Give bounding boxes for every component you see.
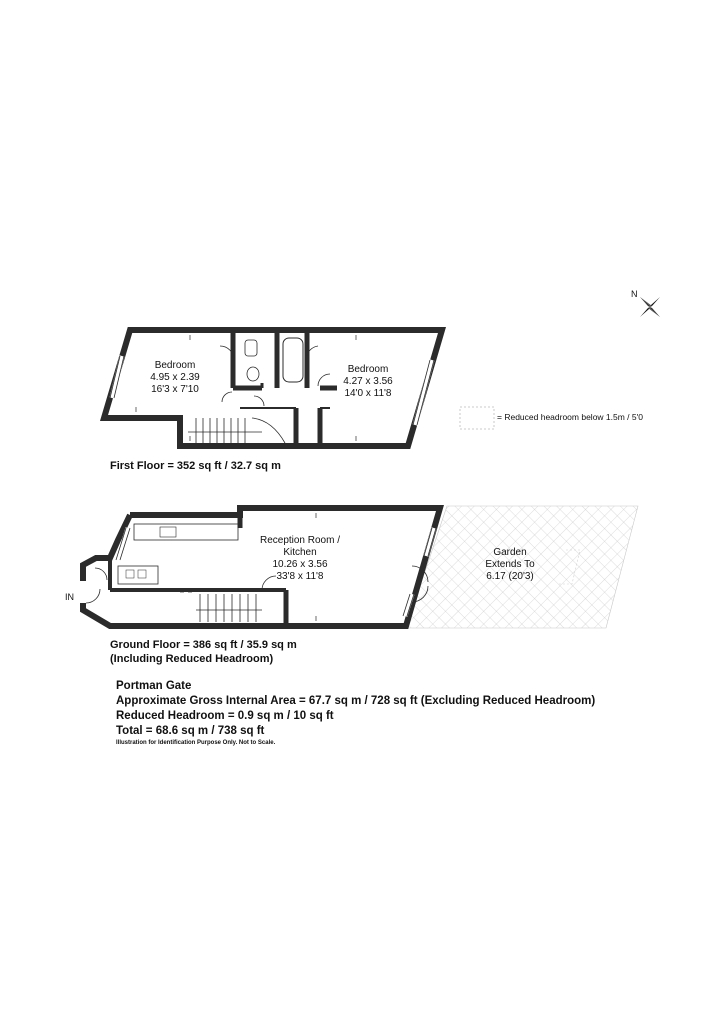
- ground-floor-plan: [80, 505, 444, 629]
- bedroom-1-name: Bedroom: [154, 360, 196, 371]
- reception-room-label: Reception Room / Kitchen 10.26 x 3.56 33…: [250, 535, 350, 583]
- reception-room-name-1: Reception Room /: [259, 535, 341, 546]
- ground-floor-caption: Ground Floor = 386 sq ft / 35.9 sq m (In…: [110, 638, 297, 666]
- first-floor-plan: [99, 327, 447, 449]
- ground-floor-area: Ground Floor = 386 sq ft / 35.9 sq m: [110, 639, 297, 651]
- ground-floor-note: (Including Reduced Headroom): [110, 653, 274, 665]
- reception-room-metric: 10.26 x 3.56: [272, 559, 328, 570]
- bedroom-2-imperial: 14'0 x 11'8: [344, 388, 392, 399]
- reduced-headroom-area: Reduced Headroom = 0.9 sq m / 10 sq ft: [116, 710, 334, 722]
- bedroom-1-metric: 4.95 x 2.39: [150, 372, 200, 383]
- reception-room-name-2: Kitchen: [283, 547, 317, 558]
- bedroom-2-label: Bedroom 4.27 x 3.56 14'0 x 11'8: [333, 364, 403, 400]
- north-label: N: [631, 289, 638, 299]
- ground-floor-stairs: [196, 594, 262, 622]
- reduced-headroom-key-swatch: [459, 406, 495, 430]
- reduced-headroom-key-text: = Reduced headroom below 1.5m / 5'0: [497, 412, 643, 422]
- reception-room-imperial: 33'8 x 11'8: [276, 571, 324, 582]
- garden-length: 6.17 (20'3): [486, 571, 534, 582]
- disclaimer: Illustration for Identification Purpose …: [116, 740, 276, 746]
- entrance-label: IN: [65, 592, 74, 602]
- garden-name: Garden: [493, 547, 527, 558]
- gross-internal-area: Approximate Gross Internal Area = 67.7 s…: [116, 695, 596, 707]
- first-floor-stairs: [188, 417, 286, 444]
- property-name: Portman Gate: [116, 680, 192, 692]
- area-summary: Portman Gate Approximate Gross Internal …: [116, 679, 595, 747]
- compass-icon: [640, 297, 660, 317]
- bedroom-2-name: Bedroom: [347, 364, 389, 375]
- garden-label: Garden Extends To 6.17 (20'3): [475, 547, 545, 583]
- garden-extends: Extends To: [485, 559, 535, 570]
- bedroom-1-label: Bedroom 4.95 x 2.39 16'3 x 7'10: [140, 360, 210, 396]
- bedroom-2-metric: 4.27 x 3.56: [343, 376, 393, 387]
- total-area: Total = 68.6 sq m / 738 sq ft: [116, 725, 265, 737]
- bedroom-1-imperial: 16'3 x 7'10: [151, 384, 199, 395]
- first-floor-caption: First Floor = 352 sq ft / 32.7 sq m: [110, 460, 281, 472]
